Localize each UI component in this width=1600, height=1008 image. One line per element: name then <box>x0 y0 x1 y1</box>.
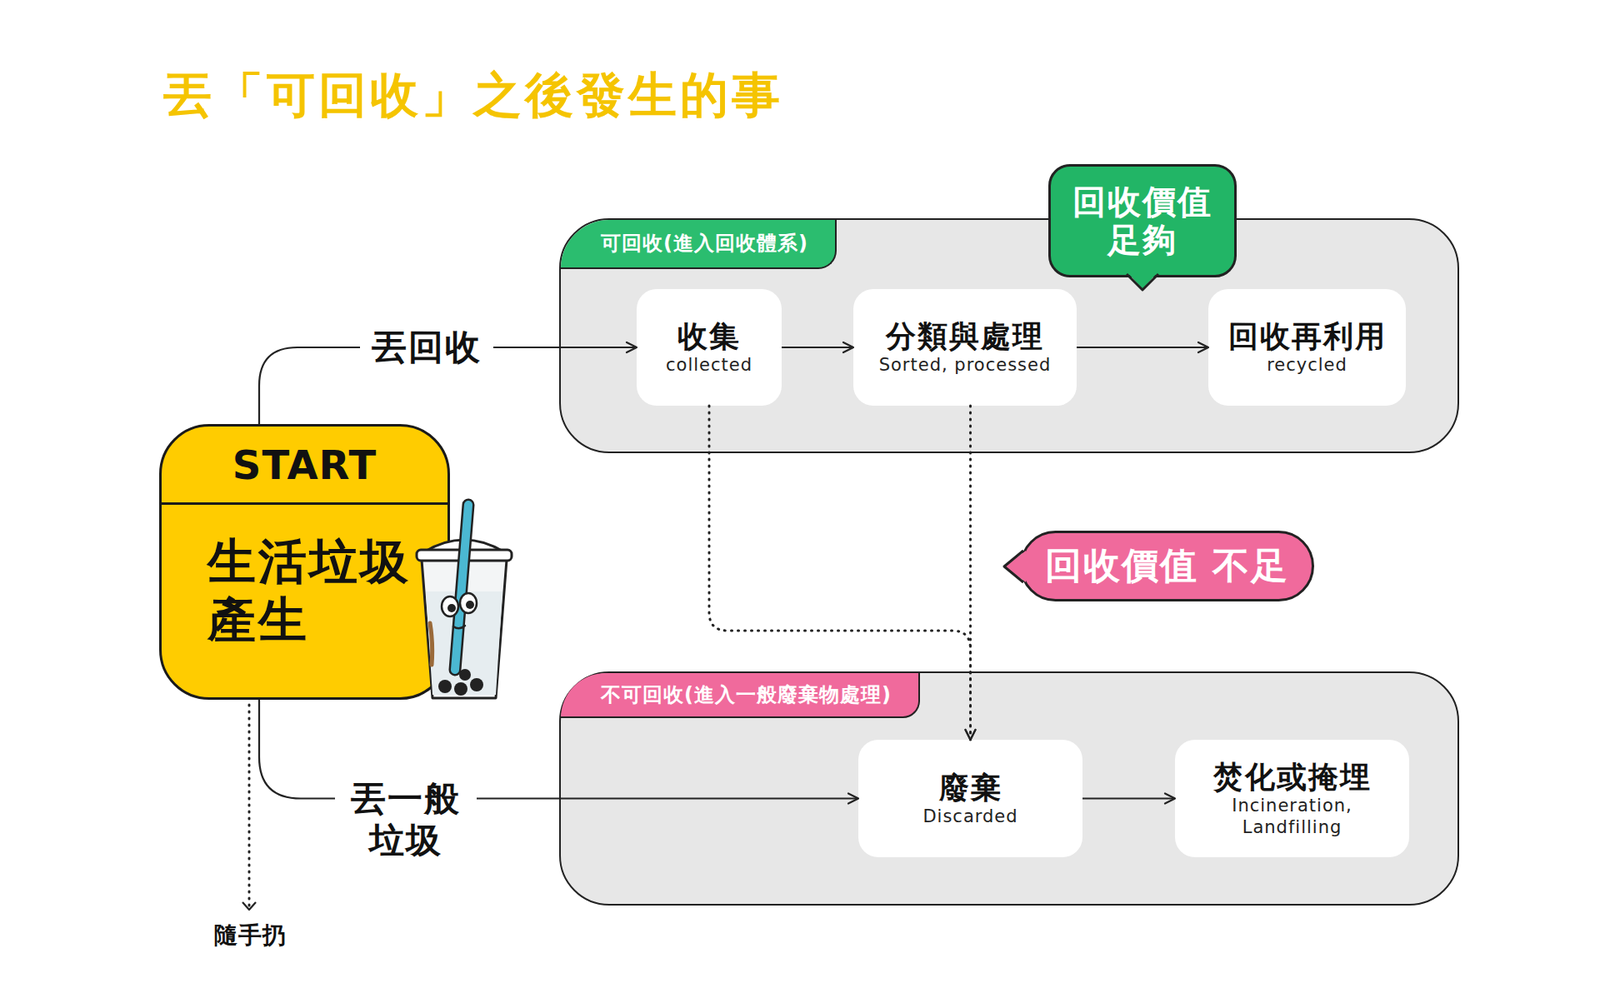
callout-pointer-outline <box>1004 550 1024 583</box>
callout-bubble: 回收價值 足夠 <box>1048 164 1237 278</box>
box-title: 廢棄 <box>939 770 1003 806</box>
box-title: 收集 <box>677 318 741 355</box>
box-title: 回收再利用 <box>1228 318 1387 355</box>
region-panel: 可回收(進入回收體系) 收集collected 分類與處理Sorted, proce… <box>559 218 1460 454</box>
callout-pointer <box>1001 550 1024 584</box>
boba <box>454 682 468 696</box>
region-tab: 不可回收(進入一般廢棄物處理) <box>560 673 920 719</box>
boba <box>470 678 484 692</box>
cup-lid-dome <box>425 540 504 552</box>
cup-mouth <box>453 625 465 629</box>
box-subtitle: Discarded <box>922 805 1018 828</box>
process-box: 回收再利用recycled <box>1208 289 1406 406</box>
straw-outline <box>455 505 469 670</box>
callout-text: 回收價值 不足 <box>1045 545 1290 588</box>
callout-pointer <box>1125 274 1160 295</box>
region-panel: 不可回收(進入一般廢棄物處理) 廢棄Discarded 焚化或掩埋Incinerat… <box>559 671 1460 906</box>
edge-label: 丟一般 垃圾 <box>335 778 478 863</box>
callout-pointer-fill <box>1005 550 1026 583</box>
connector <box>781 346 854 349</box>
cup-eye <box>460 593 477 614</box>
boba <box>459 669 471 681</box>
start-box: START 生活垃圾 產生 <box>159 424 450 700</box>
callout-text: 回收價值 足夠 <box>1065 182 1220 260</box>
dotted-connector <box>709 405 971 740</box>
straw <box>455 505 469 670</box>
box-subtitle: Incineration, Landfilling <box>1186 795 1398 840</box>
box-title: 分類與處理 <box>885 318 1045 355</box>
box-title: 焚化或掩埋 <box>1213 759 1372 795</box>
boba <box>438 680 452 694</box>
note-label: 隨手扔 <box>214 921 287 950</box>
bubble-tea-cup <box>413 498 517 705</box>
process-box: 收集collected <box>636 289 782 406</box>
cup-eye <box>441 596 459 617</box>
cup-pupil <box>465 600 475 610</box>
process-box: 分類與處理Sorted, processed <box>853 289 1077 406</box>
cup-drink <box>425 591 503 695</box>
callout-bubble: 回收價值 不足 <box>1020 530 1315 602</box>
box-subtitle: Sorted, processed <box>879 354 1052 376</box>
callout-pointer-fill <box>1126 271 1159 290</box>
cup-pupil <box>447 604 456 613</box>
start-body-text: 生活垃圾 產生 <box>207 533 426 650</box>
connector <box>1076 346 1209 349</box>
callout-pointer-outline <box>1126 274 1159 290</box>
process-box: 焚化或掩埋Incineration, Landfilling <box>1175 740 1410 858</box>
edge-label: 丟回收 <box>360 326 494 369</box>
dotted-connector <box>969 405 972 740</box>
cup-lid-rim <box>416 550 512 561</box>
box-subtitle: recycled <box>1266 354 1348 376</box>
box-subtitle: collected <box>665 354 753 376</box>
dotted-leader <box>248 705 251 909</box>
cup-body <box>421 560 507 699</box>
start-heading: START <box>161 426 448 505</box>
cup-stain <box>430 623 433 665</box>
connector <box>1082 797 1175 800</box>
process-box: 廢棄Discarded <box>858 740 1083 858</box>
leader-arrowhead <box>242 902 256 910</box>
diagram-title: 丟「可回收」之後發生的事 <box>163 66 784 125</box>
region-tab: 可回收(進入回收體系) <box>560 220 837 270</box>
